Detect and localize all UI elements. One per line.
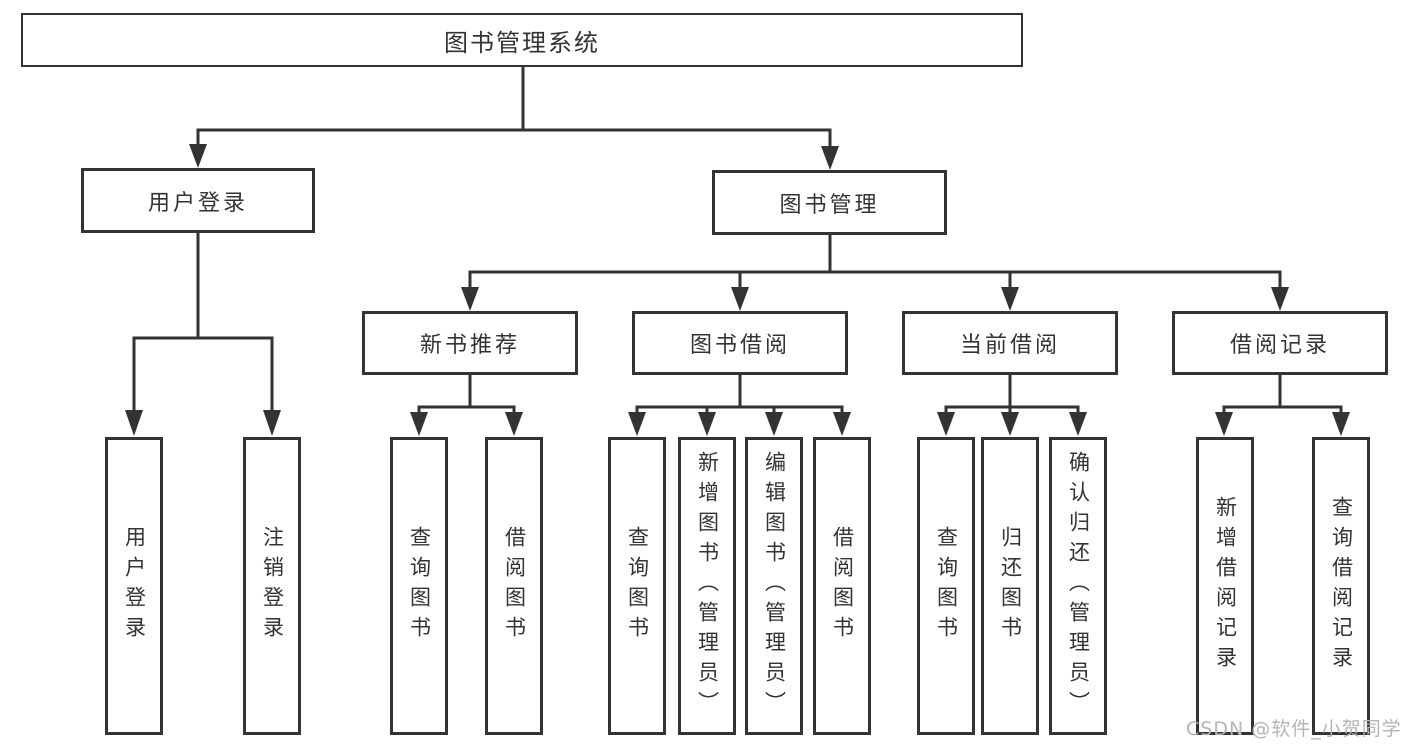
node-confirm-return-admin: 确认归还（管理员） [1049,437,1107,735]
node-label: 确认归还（管理员） [1066,451,1091,721]
node-return-books: 归还图书 [981,437,1039,735]
node-label: 查询图书 [934,526,959,646]
node-label: 借阅图书 [502,526,527,646]
node-label: 新书推荐 [419,333,520,358]
node-label: 当前借阅 [959,333,1060,358]
node-label: 借阅记录 [1229,333,1330,358]
node-add-borrow-record: 新增借阅记录 [1196,437,1254,735]
node-user-login-leaf: 用户登录 [105,437,163,735]
node-book-management: 图书管理 [712,170,947,235]
node-label: 图书管理 [779,192,880,218]
node-label: 归还图书 [998,526,1023,646]
node-borrow-books-recommend: 借阅图书 [485,437,543,735]
node-label: 查询借阅记录 [1329,496,1354,676]
node-edit-book-admin: 编辑图书（管理员） [745,437,803,735]
node-query-books-recommend: 查询图书 [390,437,448,735]
watermark: CSDN @软件_小贺同学 [1186,718,1402,740]
node-label: 图书借阅 [689,333,790,358]
node-borrowing-records: 借阅记录 [1172,311,1388,375]
node-borrow-books-borrowing: 借阅图书 [813,437,871,735]
node-label: 借阅图书 [830,526,855,646]
node-label: 新增借阅记录 [1213,496,1238,676]
node-user-login: 用户登录 [81,168,315,233]
node-label: 新增图书（管理员） [695,451,720,721]
node-label: 编辑图书（管理员） [762,451,787,721]
node-query-borrow-record: 查询借阅记录 [1312,437,1370,735]
node-current-borrowing: 当前借阅 [902,311,1118,375]
node-label: 注销登录 [260,526,285,646]
node-query-books-borrowing: 查询图书 [608,437,666,735]
node-label: 查询图书 [625,526,650,646]
node-label: 用户登录 [147,190,248,216]
node-new-book-recommendation: 新书推荐 [362,311,578,375]
node-label: 查询图书 [407,526,432,646]
node-label: 用户登录 [122,526,147,646]
node-logout: 注销登录 [243,437,301,735]
node-add-book-admin: 新增图书（管理员） [678,437,736,735]
node-label: 图书管理系统 [444,28,600,57]
node-query-books-current: 查询图书 [917,437,975,735]
node-book-borrowing: 图书借阅 [632,311,848,375]
node-library-management-system: 图书管理系统 [21,13,1023,67]
